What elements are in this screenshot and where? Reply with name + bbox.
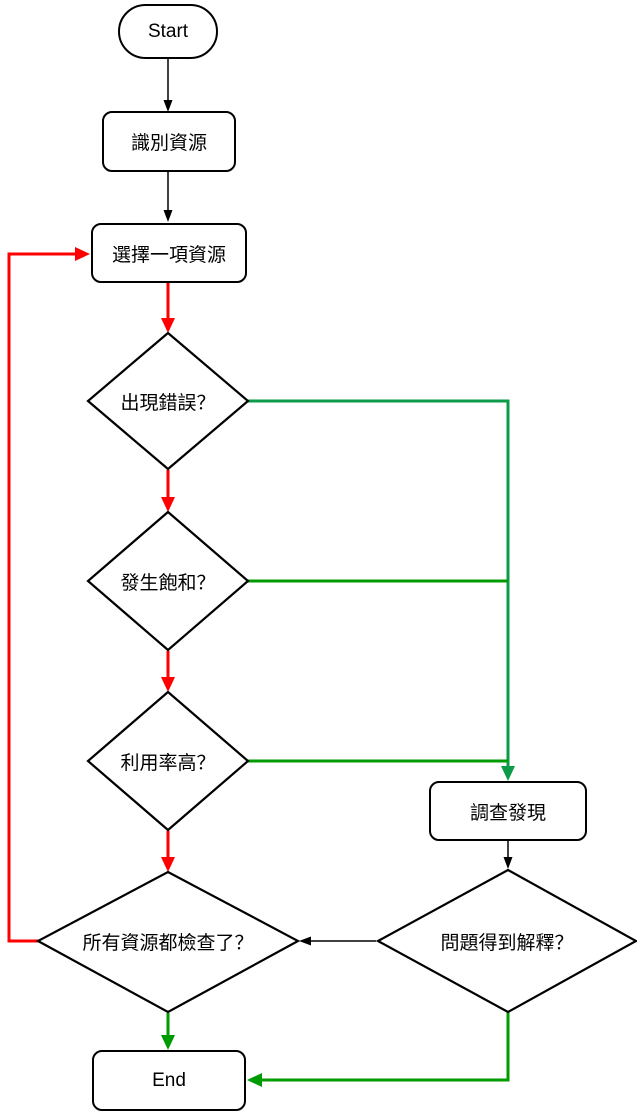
edge-explained-to-end [247,1012,510,1087]
edge-error-to-investigate [246,399,515,781]
node-end: End [92,1050,246,1111]
node-identify-resources: 識別資源 [102,111,236,172]
edge-utilization-to-all-checked [161,831,175,872]
node-investigate-findings: 調查發現 [429,781,587,841]
edge-start-to-identify [163,59,173,112]
decision-all-checked-shape [35,870,301,1014]
node-select-resource: 選擇一項資源 [91,223,247,283]
edge-error-to-saturation [161,470,175,512]
edge-saturation-to-utilization [161,651,175,692]
decision-error-shape [86,331,250,471]
edge-select-to-error [161,283,175,333]
node-start: Start [118,4,218,59]
edge-all-checked-loop-to-select [7,247,90,943]
edge-all-checked-to-end [161,1013,175,1050]
decision-saturation-shape [86,510,250,652]
edge-investigate-to-explained [503,841,513,869]
decision-utilization-shape [86,690,250,832]
decision-explained-shape [375,868,637,1014]
edge-explained-to-all-checked [299,936,376,946]
edge-identify-to-select [163,172,173,222]
